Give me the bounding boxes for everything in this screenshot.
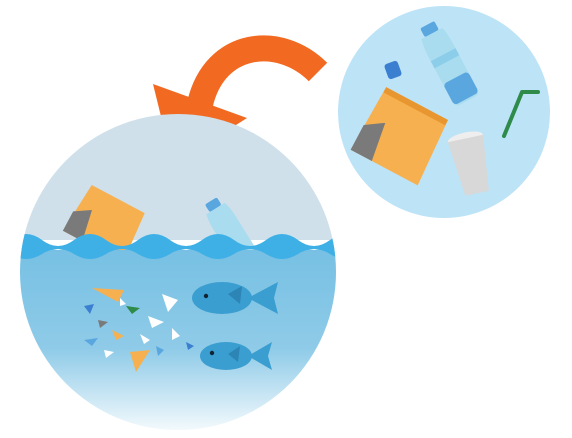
plastic-waste-group	[338, 6, 550, 218]
ocean-scene	[10, 110, 362, 438]
water-body	[10, 238, 362, 438]
sky-background	[10, 110, 350, 240]
